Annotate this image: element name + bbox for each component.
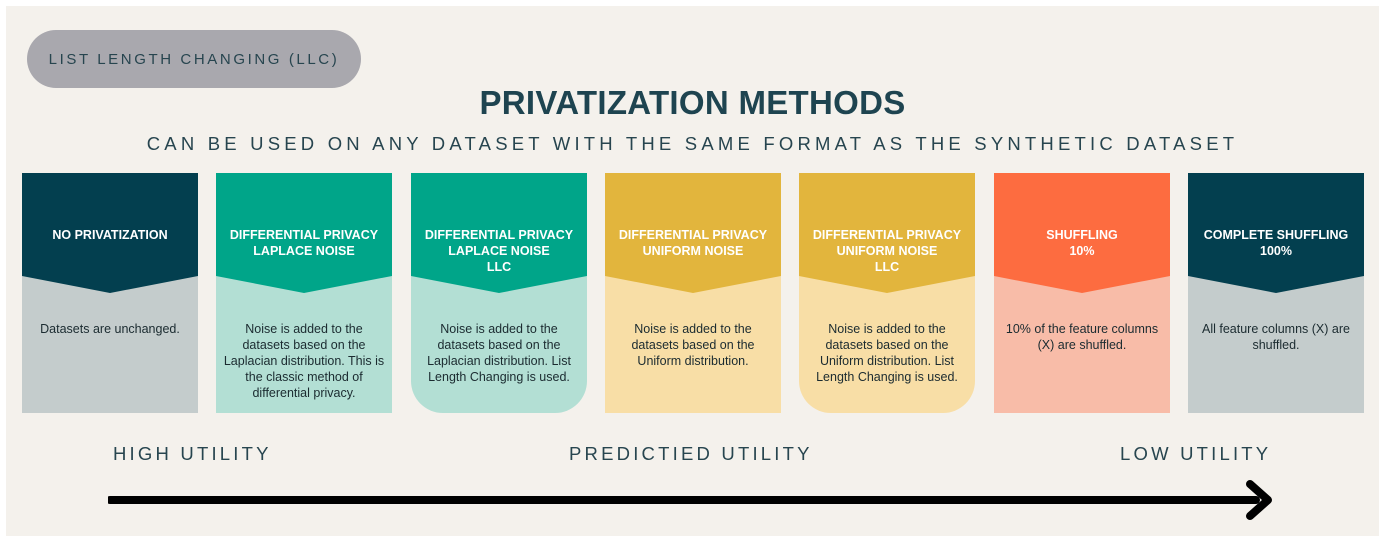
method-header-shape bbox=[994, 173, 1170, 293]
method-card: Noise is added to the datasets based on … bbox=[411, 173, 587, 413]
method-title-line: SHUFFLING bbox=[1046, 228, 1118, 242]
llc-badge: LIST LENGTH CHANGING (LLC) bbox=[27, 30, 361, 88]
arrow-head bbox=[1246, 480, 1272, 520]
method-card: 10% of the feature columns (X) are shuff… bbox=[994, 173, 1170, 413]
method-card: Noise is added to the datasets based on … bbox=[799, 173, 975, 413]
method-title: DIFFERENTIAL PRIVACY LAPLACE NOISE bbox=[216, 227, 392, 259]
method-title-line: LAPLACE NOISE bbox=[253, 244, 355, 258]
method-title-line: LAPLACE NOISE bbox=[448, 244, 550, 258]
method-title-line: DIFFERENTIAL PRIVACY bbox=[424, 228, 574, 242]
method-title: COMPLETE SHUFFLING 100% bbox=[1188, 227, 1364, 259]
method-title: DIFFERENTIAL PRIVACY UNIFORM NOISE bbox=[605, 227, 781, 259]
method-title-line: UNIFORM NOISE bbox=[836, 244, 938, 258]
predicted-utility-label: PREDICTIED UTILITY bbox=[569, 443, 813, 464]
method-header-shape bbox=[216, 173, 392, 293]
method-card: Datasets are unchanged.NO PRIVATIZATION bbox=[22, 173, 198, 413]
method-header-shape bbox=[1188, 173, 1364, 293]
method-title-line: NO PRIVATIZATION bbox=[52, 228, 168, 242]
method-title: DIFFERENTIAL PRIVACY UNIFORM NOISE LLC bbox=[799, 227, 975, 275]
utility-arrow-icon bbox=[108, 480, 1272, 520]
method-title: NO PRIVATIZATION bbox=[22, 227, 198, 243]
method-title-line: DIFFERENTIAL PRIVACY bbox=[618, 228, 768, 242]
llc-badge-label: LIST LENGTH CHANGING (LLC) bbox=[48, 50, 340, 68]
method-header-shape bbox=[605, 173, 781, 293]
low-utility-label: LOW UTILITY bbox=[1120, 443, 1272, 464]
page-subtitle: CAN BE USED ON ANY DATASET WITH THE SAME… bbox=[146, 133, 1239, 154]
method-header-shape bbox=[799, 173, 975, 293]
method-title-line: 10% bbox=[1069, 244, 1095, 258]
method-title-line: LLC bbox=[486, 260, 512, 274]
method-title-line: DIFFERENTIAL PRIVACY bbox=[229, 228, 379, 242]
method-title: SHUFFLING 10% bbox=[994, 227, 1170, 259]
method-card: Noise is added to the datasets based on … bbox=[605, 173, 781, 413]
high-utility-label: HIGH UTILITY bbox=[113, 443, 272, 464]
page-title: PRIVATIZATION METHODS bbox=[479, 84, 906, 121]
method-title-line: DIFFERENTIAL PRIVACY bbox=[812, 228, 962, 242]
method-title-line: UNIFORM NOISE bbox=[642, 244, 744, 258]
method-title-line: 100% bbox=[1260, 244, 1292, 258]
method-title: DIFFERENTIAL PRIVACY LAPLACE NOISE LLC bbox=[411, 227, 587, 275]
method-card: All feature columns (X) are shuffled.COM… bbox=[1188, 173, 1364, 413]
method-title-line: COMPLETE SHUFFLING bbox=[1203, 228, 1349, 242]
method-card: Noise is added to the datasets based on … bbox=[216, 173, 392, 413]
method-header-shape bbox=[411, 173, 587, 293]
method-header-shape bbox=[22, 173, 198, 293]
method-title-line: LLC bbox=[874, 260, 900, 274]
